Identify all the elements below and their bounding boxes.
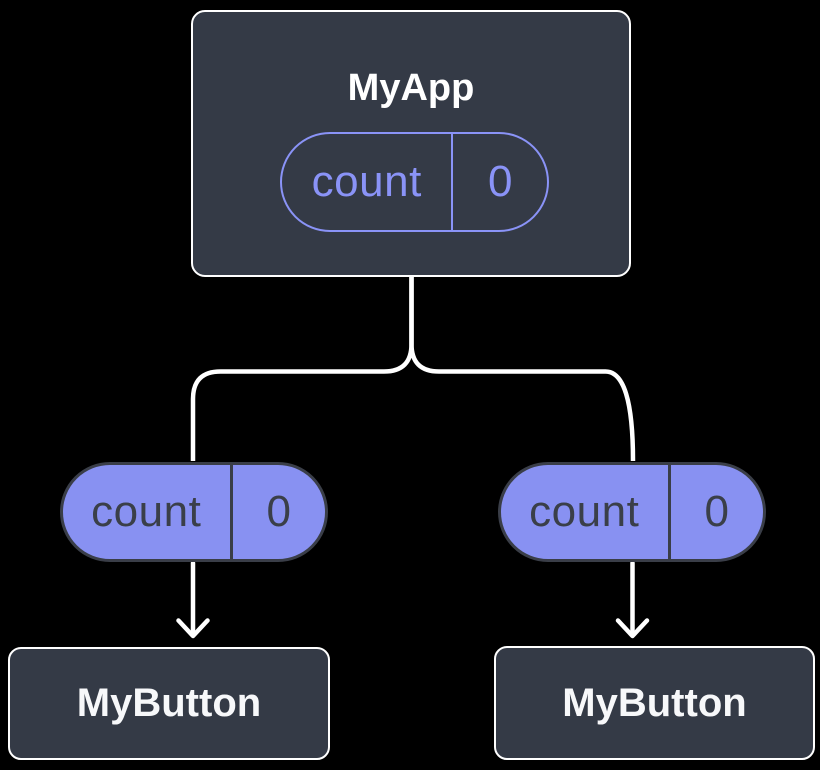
child-left-state-name: count	[63, 465, 233, 559]
root-state-name: count	[282, 134, 454, 230]
root-state-pill: count 0	[280, 132, 549, 232]
child-left-title: MyButton	[76, 681, 262, 725]
child-right-state-value: 0	[704, 487, 729, 536]
root-component-card: MyApp count 0	[191, 10, 631, 277]
child-component-card-left: MyButton	[8, 647, 330, 760]
connector-right-branch	[409, 275, 636, 462]
arrow-left-head-icon	[176, 618, 210, 639]
child-state-pill-left: count 0	[60, 462, 328, 562]
child-state-pill-right: count 0	[498, 462, 766, 562]
root-component-title: MyApp	[347, 67, 475, 109]
child-right-title: MyButton	[562, 680, 747, 725]
child-left-state-value: 0	[266, 487, 291, 536]
connector-left-branch	[190, 275, 414, 461]
child-component-card-right: MyButton	[494, 646, 815, 760]
root-state-value: 0	[487, 157, 513, 206]
child-right-state-name: count	[501, 465, 671, 559]
arrow-right-head-icon	[615, 618, 650, 639]
